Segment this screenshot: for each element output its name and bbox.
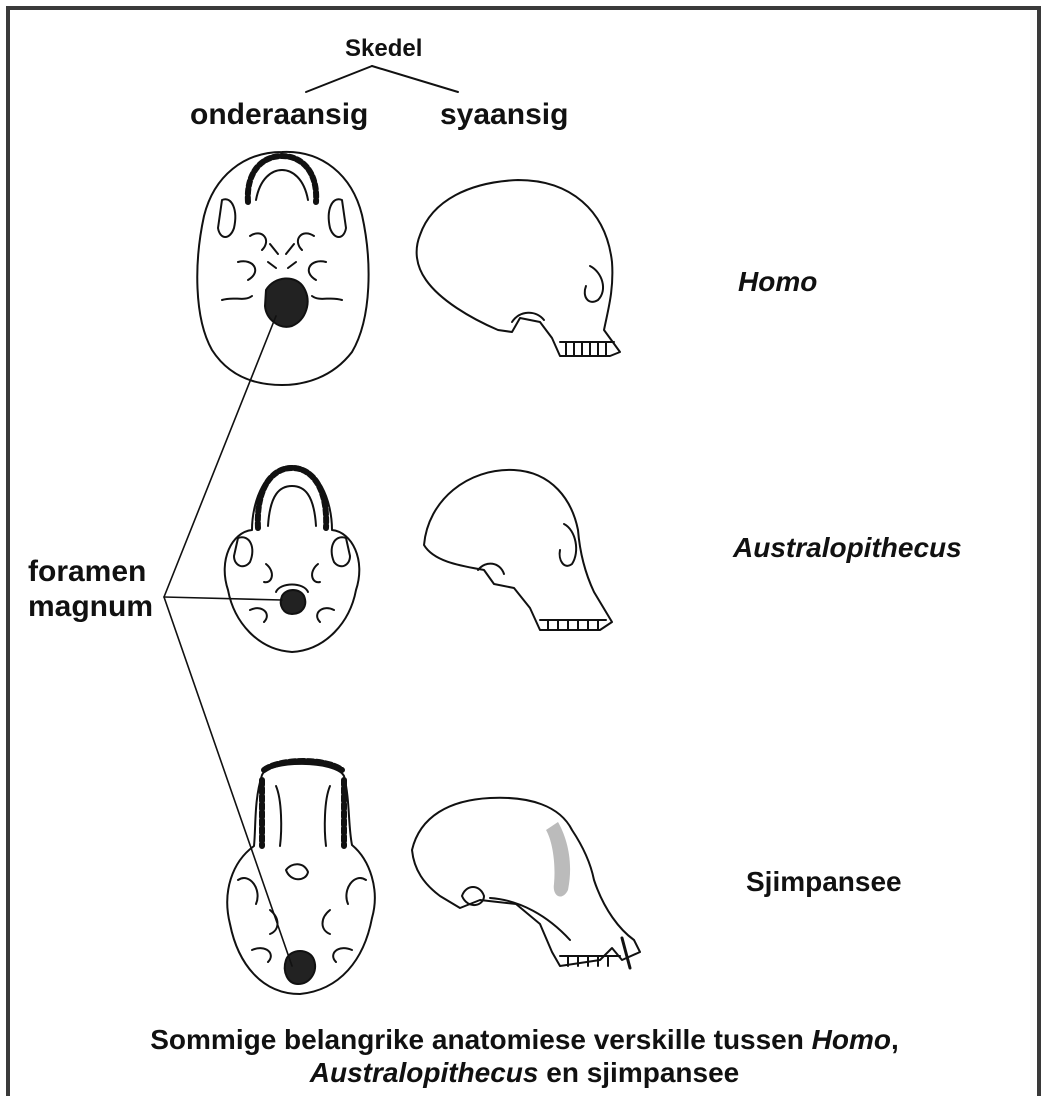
- australopithecus-skull-side-view: [424, 470, 612, 630]
- caption-line-1: Sommige belangrike anatomiese verskille …: [0, 1023, 1049, 1056]
- australopithecus-skull-bottom-view: [225, 466, 360, 652]
- figure-caption: Sommige belangrike anatomiese verskille …: [0, 1023, 1049, 1089]
- caption-line-2: Australopithecus en sjimpansee: [0, 1056, 1049, 1089]
- caption-homo: Homo: [812, 1024, 891, 1055]
- foramen-magnum-label-line2: magnum: [28, 589, 153, 624]
- caption-comma: ,: [891, 1024, 899, 1055]
- chimpanzee-skull-side-view: [412, 798, 640, 968]
- homo-skull-bottom-view: [197, 152, 368, 385]
- species-label-homo: Homo: [738, 266, 817, 298]
- foramen-magnum-label-line1: foramen: [28, 554, 153, 589]
- foramen-magnum-pointer-lines: [164, 316, 292, 966]
- caption-australopithecus: Australopithecus: [310, 1057, 539, 1088]
- view-branch-lines: [306, 66, 458, 92]
- foramen-magnum-label: foramen magnum: [28, 554, 153, 624]
- side-view-label: syaansig: [440, 98, 568, 132]
- skull-heading: Skedel: [345, 35, 422, 63]
- species-label-australopithecus: Australopithecus: [733, 532, 962, 564]
- caption-text-1: Sommige belangrike anatomiese verskille …: [150, 1024, 811, 1055]
- bottom-view-label: onderaansig: [190, 98, 368, 132]
- species-label-chimpanzee: Sjimpansee: [746, 866, 902, 898]
- homo-skull-side-view: [417, 180, 620, 356]
- caption-text-2: en sjimpansee: [538, 1057, 739, 1088]
- chimpanzee-skull-bottom-view: [227, 761, 375, 994]
